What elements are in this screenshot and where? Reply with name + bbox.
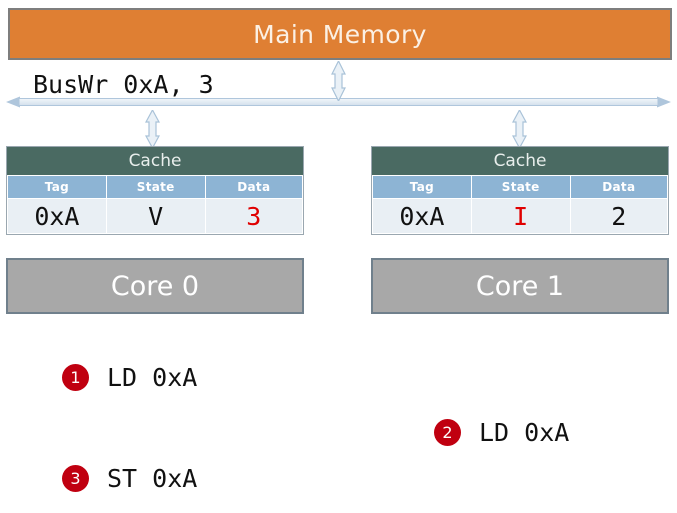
- column-header-state: State: [105, 175, 206, 199]
- cache1-tag-value: 0xA: [372, 198, 472, 234]
- cache-block-0: Cache Tag State Data 0xA V 3: [6, 146, 304, 235]
- core1-label: Core 1: [475, 270, 565, 302]
- instruction-3: 3 ST 0xA: [62, 464, 197, 493]
- main-memory-label: Main Memory: [253, 19, 427, 49]
- table-header-row: Tag State Data: [372, 175, 669, 199]
- main-memory-block: Main Memory: [8, 8, 672, 60]
- instruction-text-3: ST 0xA: [107, 464, 198, 493]
- core-block-0: Core 0: [6, 258, 304, 314]
- cache0-state-value: V: [105, 198, 206, 234]
- cache-title-1: Cache: [372, 147, 668, 175]
- instruction-text-1: LD 0xA: [107, 363, 198, 392]
- instruction-1: 1 LD 0xA: [62, 363, 197, 392]
- instruction-text-2: LD 0xA: [479, 418, 570, 447]
- table-row: 0xA V 3: [7, 198, 304, 234]
- instruction-2: 2 LD 0xA: [434, 418, 569, 447]
- core0-label: Core 0: [110, 270, 200, 302]
- instruction-badge-2: 2: [434, 419, 461, 446]
- instruction-badge-1: 1: [62, 364, 89, 391]
- cache1-state-value: I: [470, 198, 571, 234]
- cache0-tag-value: 0xA: [7, 198, 107, 234]
- cache0-data-value: 3: [204, 198, 304, 234]
- cache1-data-value: 2: [569, 198, 669, 234]
- instruction-badge-3: 3: [62, 465, 89, 492]
- table-header-row: Tag State Data: [7, 175, 304, 199]
- core-block-1: Core 1: [371, 258, 669, 314]
- bus-transaction-label: BusWr 0xA, 3: [33, 70, 214, 99]
- bus-cache0-connector-arrow: [145, 110, 160, 148]
- table-row: 0xA I 2: [372, 198, 669, 234]
- memory-bus-connector-arrow: [331, 61, 346, 101]
- cache-block-1: Cache Tag State Data 0xA I 2: [371, 146, 669, 235]
- cache-table-0: Tag State Data 0xA V 3: [7, 175, 304, 234]
- bus-cache1-connector-arrow: [512, 110, 527, 148]
- cache-title-0: Cache: [7, 147, 303, 175]
- column-header-tag: Tag: [7, 175, 107, 199]
- column-header-tag: Tag: [372, 175, 472, 199]
- column-header-data: Data: [569, 175, 669, 199]
- cache-table-1: Tag State Data 0xA I 2: [372, 175, 669, 234]
- column-header-data: Data: [204, 175, 304, 199]
- column-header-state: State: [470, 175, 571, 199]
